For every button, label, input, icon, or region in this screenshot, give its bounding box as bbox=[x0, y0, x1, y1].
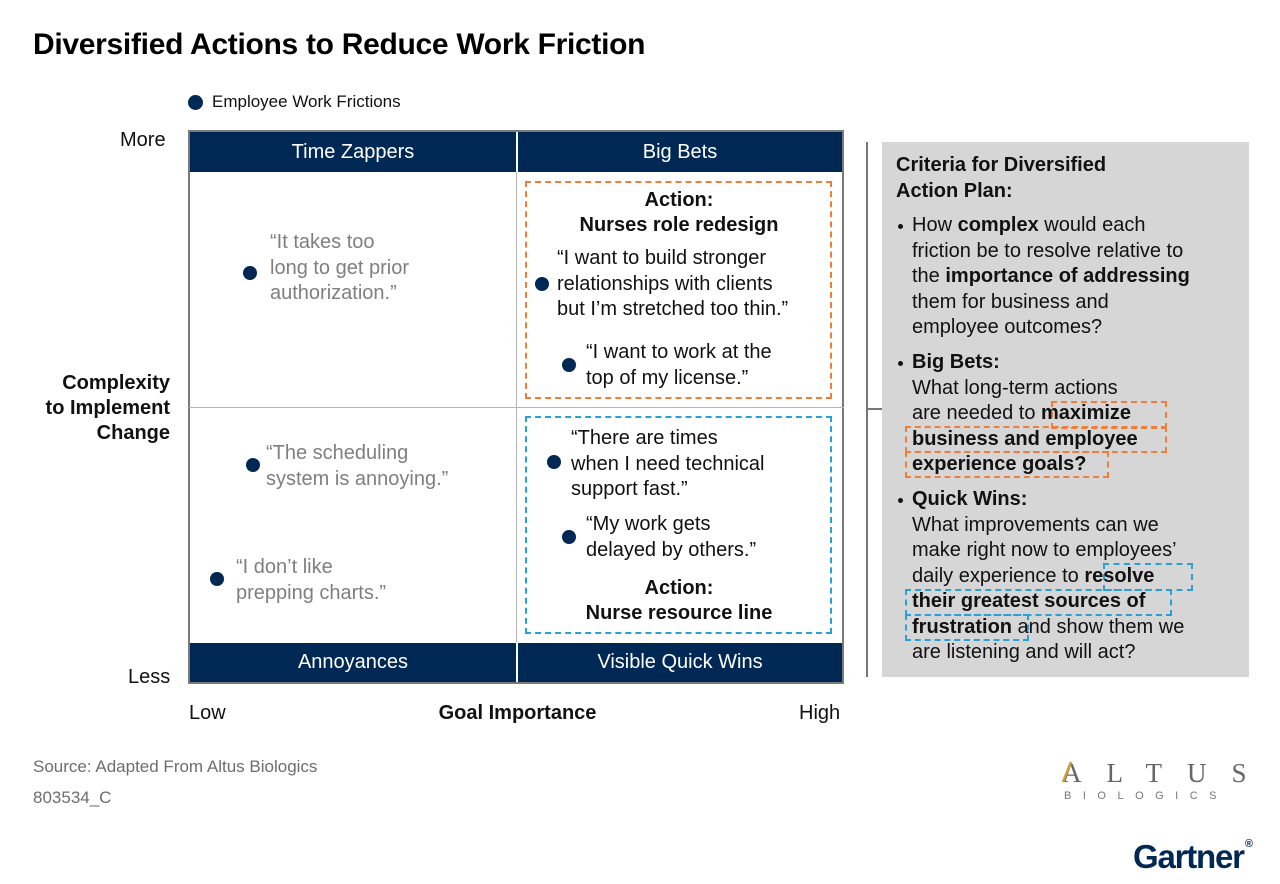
friction-quote-stronger-relationships: “I want to build stronger relationships … bbox=[557, 246, 788, 323]
panel-divider-tick bbox=[868, 408, 883, 410]
quote-line: relationships with clients bbox=[557, 272, 773, 295]
legend: Employee Work Frictions bbox=[188, 92, 401, 112]
criteria-bullet-complexity: How complex would each friction be to re… bbox=[912, 213, 1190, 341]
criteria-line: daily experience to resolve bbox=[912, 564, 1155, 587]
quote-line: “I want to build stronger bbox=[557, 247, 766, 269]
friction-dot-icon bbox=[246, 458, 260, 472]
gartner-logo-word: Gartner bbox=[1133, 838, 1245, 875]
highlight-experience-goals bbox=[905, 451, 1109, 478]
y-axis-top-label: More bbox=[120, 129, 166, 151]
friction-dot-icon bbox=[562, 358, 576, 372]
friction-quote-top-of-license: “I want to work at the top of my license… bbox=[586, 340, 772, 391]
criteria-bullet-quick-wins: Quick Wins: What improvements can we mak… bbox=[912, 487, 1184, 666]
criteria-line: employee outcomes? bbox=[912, 316, 1103, 338]
criteria-heading-line: Action Plan: bbox=[896, 179, 1013, 202]
y-axis-title-line: to Implement bbox=[45, 397, 170, 419]
friction-quote-prior-authorization: “It takes too long to get prior authoriz… bbox=[270, 230, 409, 307]
gartner-logo: Gartner® bbox=[1133, 838, 1253, 876]
quote-line: authorization.” bbox=[270, 282, 397, 304]
quote-line: “There are times bbox=[571, 427, 718, 449]
highlight-frustration bbox=[905, 614, 1029, 641]
friction-dot-icon bbox=[243, 266, 257, 280]
altus-biologics-logo: ALTUS BIOLOGICS bbox=[1062, 758, 1250, 802]
panel-divider bbox=[866, 142, 868, 677]
quote-line: “The scheduling bbox=[266, 442, 409, 464]
criteria-line: them for business and bbox=[912, 290, 1109, 313]
altus-logo-gold-stroke bbox=[1062, 761, 1073, 783]
criteria-heading: Criteria for Diversified Action Plan: bbox=[896, 153, 1106, 204]
criteria-line: Big Bets: bbox=[912, 351, 1000, 373]
criteria-line: experience goals? bbox=[912, 453, 1087, 475]
quote-line: but I’m stretched too thin.” bbox=[557, 298, 789, 320]
quote-line: top of my license.” bbox=[586, 366, 749, 389]
y-axis-title-line: Change bbox=[96, 422, 170, 444]
action-line: Nurses role redesign bbox=[579, 214, 779, 236]
action-line: Action: bbox=[644, 189, 714, 211]
criteria-line: How complex would each bbox=[912, 214, 1146, 236]
criteria-line: Quick Wins: bbox=[912, 488, 1028, 510]
criteria-heading-line: Criteria for Diversified bbox=[896, 154, 1107, 176]
action-line: Action: bbox=[644, 577, 714, 599]
friction-dot-icon bbox=[562, 530, 576, 544]
quote-line: support fast.” bbox=[571, 478, 688, 500]
criteria-line: business and employee bbox=[912, 427, 1138, 450]
highlight-greatest-sources bbox=[905, 589, 1172, 616]
criteria-line: are needed to maximize bbox=[912, 402, 1132, 424]
friction-dot-icon bbox=[547, 455, 561, 469]
quote-line: “It takes too bbox=[270, 231, 375, 253]
friction-dot-icon bbox=[535, 277, 549, 291]
quote-line: long to get prior bbox=[270, 256, 409, 279]
x-axis-left-label: Low bbox=[189, 702, 226, 724]
trademark-icon: ® bbox=[1244, 838, 1253, 850]
quote-line: prepping charts.” bbox=[236, 581, 387, 604]
y-axis-title: Complexity to Implement Change bbox=[20, 371, 170, 446]
action-box-quick-wins bbox=[525, 416, 832, 634]
friction-quote-scheduling-system: “The scheduling system is annoying.” bbox=[266, 441, 448, 492]
quadrant-header-big-bets: Big Bets bbox=[518, 132, 842, 172]
quadrant-horizontal-divider bbox=[189, 407, 844, 408]
legend-label: Employee Work Frictions bbox=[212, 92, 401, 111]
quote-line: “I want to work at the bbox=[586, 341, 772, 363]
page-title: Diversified Actions to Reduce Work Frict… bbox=[33, 28, 646, 61]
friction-quote-prepping-charts: “I don’t like prepping charts.” bbox=[236, 555, 386, 606]
action-line: Nurse resource line bbox=[585, 602, 773, 624]
criteria-line: What improvements can we bbox=[912, 513, 1159, 536]
criteria-line: their greatest sources of bbox=[912, 590, 1146, 612]
criteria-line: What long-term actions bbox=[912, 376, 1118, 399]
friction-quote-delayed-by-others: “My work gets delayed by others.” bbox=[586, 512, 756, 563]
criteria-line: the importance of addressing bbox=[912, 265, 1190, 287]
quadrant-footer-annoyances: Annoyances bbox=[190, 643, 516, 682]
friction-dot-icon bbox=[210, 572, 224, 586]
bullet-icon bbox=[898, 224, 903, 229]
criteria-line: are listening and will act? bbox=[912, 641, 1136, 663]
altus-logo-word: ALTUS bbox=[1062, 758, 1250, 788]
criteria-bullet-big-bets: Big Bets: What long-term actions are nee… bbox=[912, 350, 1138, 478]
bullet-icon bbox=[898, 498, 903, 503]
quote-line: delayed by others.” bbox=[586, 538, 757, 561]
x-axis-right-label: High bbox=[799, 702, 841, 724]
y-axis-bottom-label: Less bbox=[128, 666, 171, 688]
quote-line: when I need technical bbox=[571, 452, 765, 475]
criteria-panel bbox=[882, 142, 1249, 677]
x-axis-title: Goal Importance bbox=[438, 702, 597, 724]
document-id: 803534_C bbox=[33, 788, 112, 807]
friction-quote-technical-support: “There are times when I need technical s… bbox=[571, 426, 764, 503]
bullet-icon bbox=[898, 361, 903, 366]
source-note: Source: Adapted From Altus Biologics bbox=[33, 757, 318, 776]
criteria-line: friction be to resolve relative to bbox=[912, 239, 1184, 262]
quadrant-footer-visible-quick-wins: Visible Quick Wins bbox=[518, 643, 842, 682]
action-box-big-bets bbox=[525, 181, 832, 399]
altus-logo-subtitle: BIOLOGICS bbox=[1064, 790, 1228, 802]
y-axis-title-line: Complexity bbox=[62, 372, 170, 394]
legend-dot-icon bbox=[188, 94, 203, 110]
action-label-nurses-role-redesign: Action: Nurses role redesign bbox=[524, 188, 834, 238]
quote-line: “I don’t like bbox=[236, 556, 333, 578]
criteria-line: make right now to employees’ bbox=[912, 539, 1177, 561]
action-label-nurse-resource-line: Action: Nurse resource line bbox=[524, 576, 834, 626]
criteria-line: frustration and show them we bbox=[912, 615, 1185, 638]
quote-line: “My work gets bbox=[586, 513, 711, 535]
highlight-maximize bbox=[1051, 401, 1167, 429]
quote-line: system is annoying.” bbox=[266, 467, 449, 490]
quadrant-header-time-zappers: Time Zappers bbox=[190, 132, 516, 172]
